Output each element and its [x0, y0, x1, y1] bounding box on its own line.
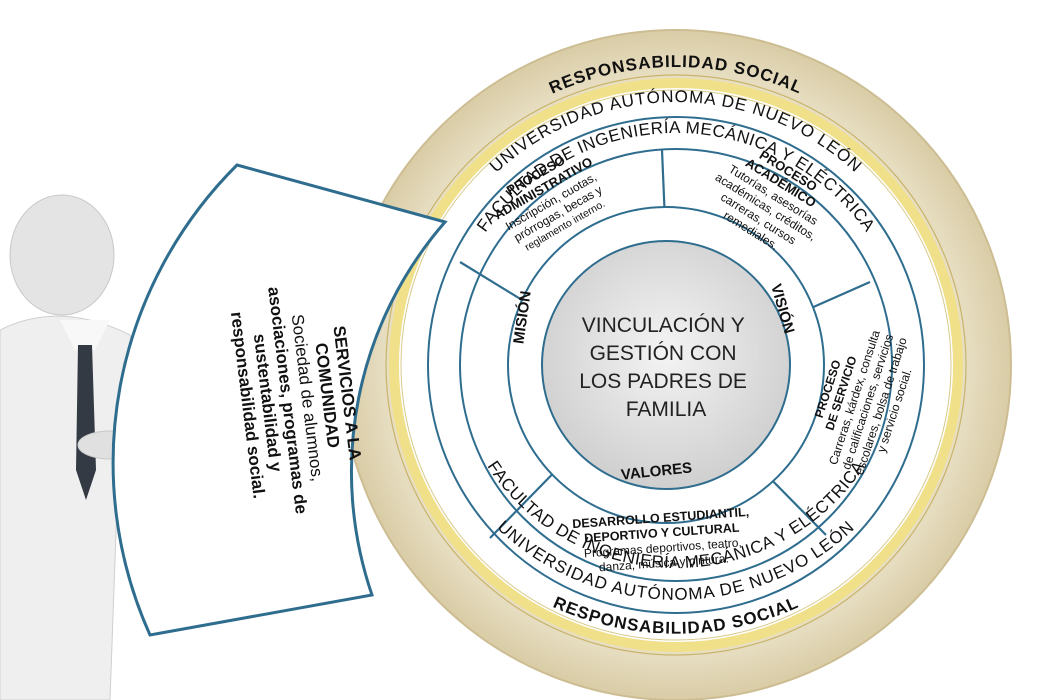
segment-desarrollo: DESARROLLO ESTUDIANTIL, DEPORTIVO Y CULT… — [572, 505, 750, 575]
community-callout-panel — [111, 163, 448, 637]
community-callout-text: SERVICIOS A LA COMUNIDAD Sociedad de alu… — [227, 286, 365, 515]
center-circle — [541, 240, 791, 490]
center-title: VINCULACIÓN Y GESTIÓN CON LOS PADRES DE … — [579, 314, 753, 421]
segment-academico: PROCESO ACADÉMICO Tutorías, asesorías ac… — [713, 147, 820, 253]
